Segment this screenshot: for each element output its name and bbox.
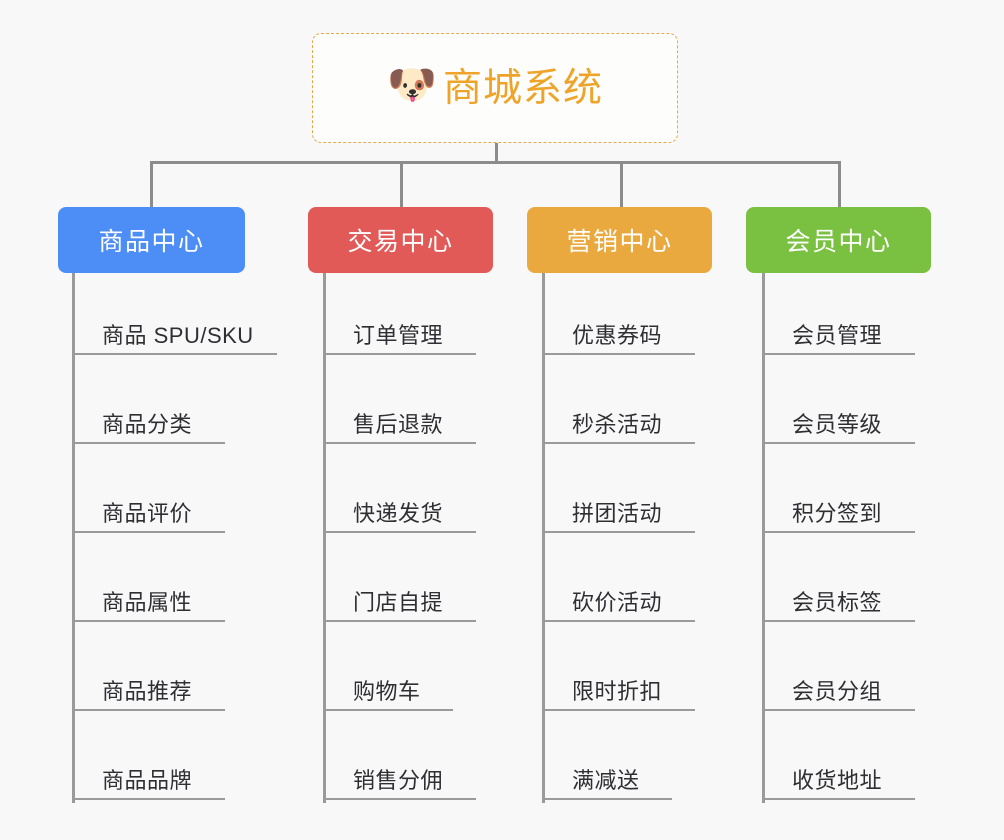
- leaf-label: 拼团活动: [572, 501, 663, 526]
- leaf-underline: [323, 708, 453, 711]
- root-node[interactable]: 🐶 商城系统: [312, 33, 678, 143]
- category-label: 交易中心: [347, 228, 454, 256]
- branch-spine-member-center: [762, 273, 765, 803]
- category-label: 会员中心: [785, 228, 892, 256]
- leaf-underline: [542, 708, 695, 711]
- leaf-label: 商品品牌: [102, 768, 193, 793]
- leaf-label: 会员分组: [792, 679, 883, 704]
- category-box-marketing-center[interactable]: 营销中心: [527, 207, 712, 273]
- leaf-underline: [762, 619, 915, 622]
- leaf-label: 快递发货: [353, 501, 444, 526]
- drop-line-1: [150, 161, 153, 207]
- category-label: 商品中心: [98, 228, 205, 256]
- leaf-underline: [762, 797, 915, 800]
- leaf-label: 订单管理: [353, 323, 444, 348]
- leaf-label: 商品 SPU/SKU: [102, 323, 254, 348]
- leaf-label: 购物车: [353, 679, 421, 704]
- leaf-label: 砍价活动: [572, 590, 663, 615]
- leaf-underline: [542, 352, 695, 355]
- leaf-underline: [72, 708, 225, 711]
- leaf-underline: [323, 797, 476, 800]
- dog-face-icon: 🐶: [386, 63, 437, 107]
- leaf-label: 会员管理: [792, 323, 883, 348]
- leaf-label: 会员标签: [792, 590, 883, 615]
- category-box-trade-center[interactable]: 交易中心: [308, 207, 493, 273]
- leaf-label: 商品推荐: [102, 679, 193, 704]
- leaf-underline: [542, 441, 695, 444]
- leaf-label: 销售分佣: [353, 768, 444, 793]
- leaf-label: 积分签到: [792, 501, 883, 526]
- leaf-underline: [323, 352, 476, 355]
- leaf-underline: [542, 619, 695, 622]
- leaf-label: 收货地址: [792, 768, 883, 793]
- leaf-underline: [72, 619, 225, 622]
- leaf-label: 满减送: [572, 768, 640, 793]
- leaf-label: 售后退款: [353, 412, 444, 437]
- branch-spine-marketing-center: [542, 273, 545, 803]
- leaf-underline: [762, 441, 915, 444]
- leaf-underline: [762, 530, 915, 533]
- leaf-underline: [72, 530, 225, 533]
- leaf-underline: [323, 441, 476, 444]
- drop-line-3: [620, 161, 623, 207]
- root-title: 商城系统: [442, 66, 603, 110]
- leaf-label: 商品评价: [102, 501, 193, 526]
- leaf-label: 商品分类: [102, 412, 193, 437]
- drop-line-2: [400, 161, 403, 207]
- leaf-underline: [762, 708, 915, 711]
- leaf-label: 秒杀活动: [572, 412, 663, 437]
- category-label: 营销中心: [566, 228, 673, 256]
- branch-spine-trade-center: [323, 273, 326, 803]
- category-box-product-center[interactable]: 商品中心: [58, 207, 245, 273]
- leaf-underline: [72, 352, 277, 355]
- drop-line-4: [838, 161, 841, 207]
- leaf-label: 门店自提: [353, 590, 444, 615]
- leaf-underline: [72, 441, 225, 444]
- leaf-label: 限时折扣: [572, 679, 663, 704]
- trunk-line: [495, 143, 498, 164]
- leaf-underline: [323, 530, 476, 533]
- leaf-label: 会员等级: [792, 412, 883, 437]
- leaf-underline: [542, 530, 695, 533]
- bus-line: [150, 161, 841, 164]
- branch-spine-product-center: [72, 273, 75, 803]
- leaf-underline: [72, 797, 225, 800]
- leaf-underline: [323, 619, 476, 622]
- leaf-label: 优惠券码: [572, 323, 663, 348]
- leaf-underline: [762, 352, 915, 355]
- leaf-underline: [542, 797, 672, 800]
- category-box-member-center[interactable]: 会员中心: [746, 207, 931, 273]
- leaf-label: 商品属性: [102, 590, 193, 615]
